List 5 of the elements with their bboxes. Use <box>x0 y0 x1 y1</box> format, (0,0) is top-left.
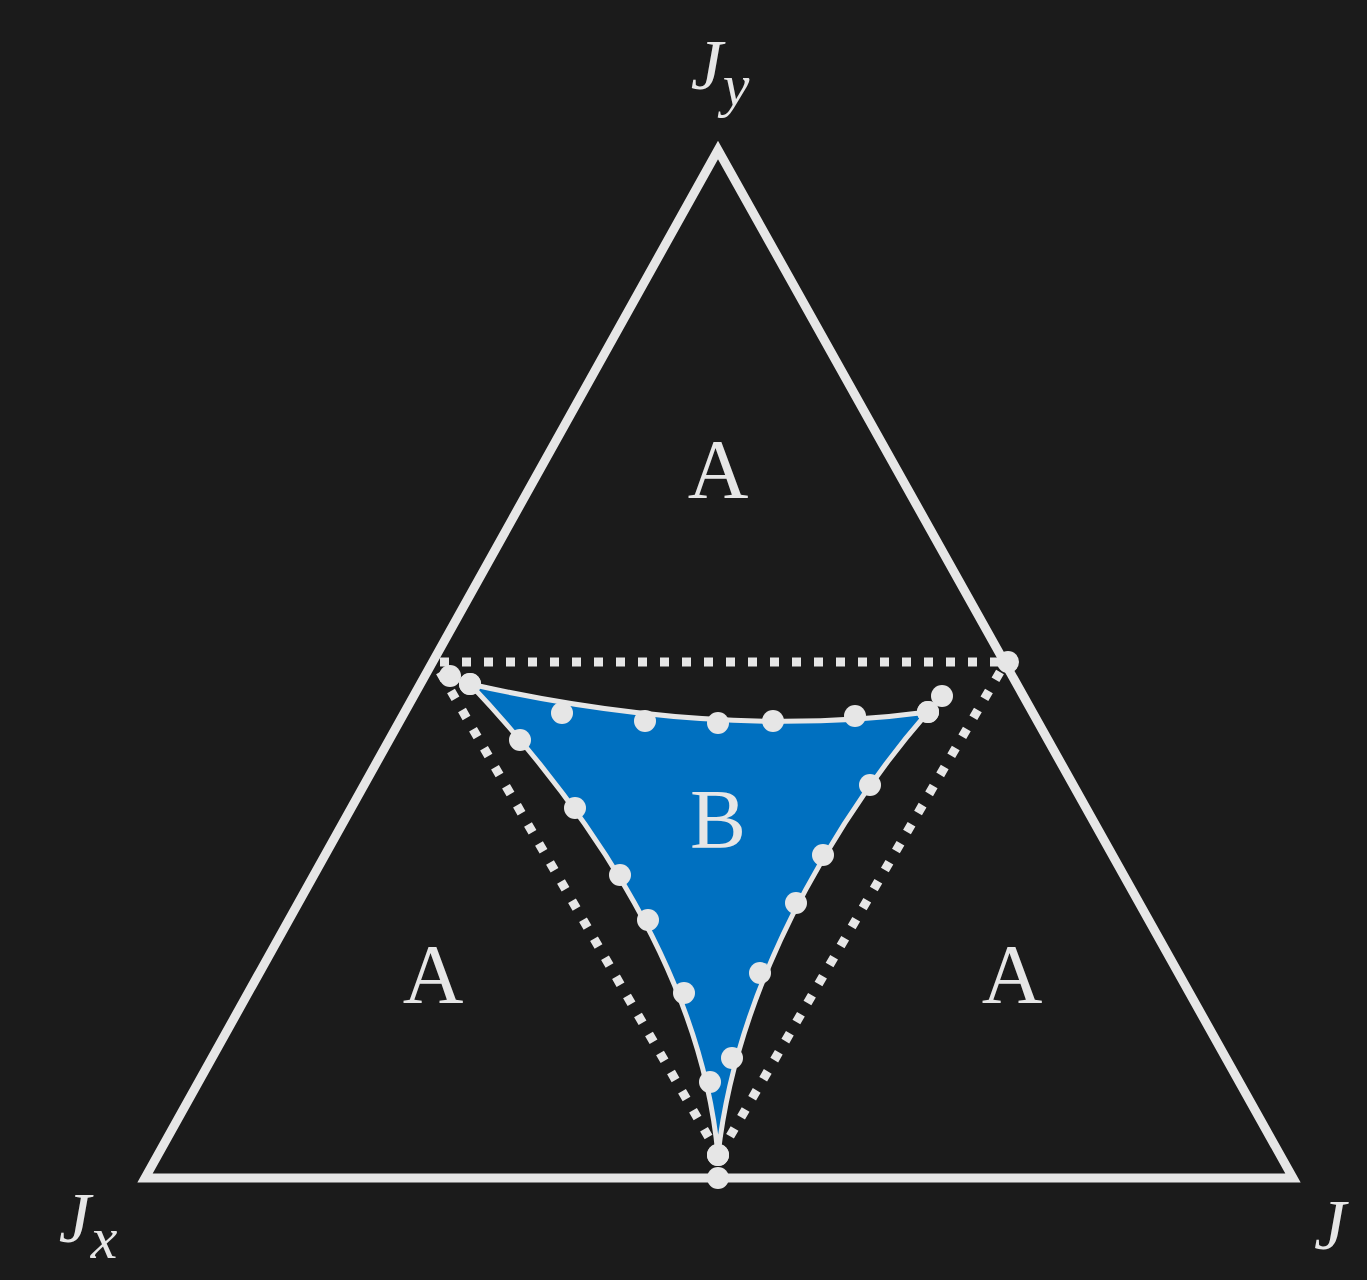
region-label: B <box>690 778 746 862</box>
axis-label: J$_{x}$ <box>58 1182 118 1268</box>
region-label: A <box>687 428 749 512</box>
region-label: A <box>981 933 1043 1017</box>
region-label: A <box>402 933 464 1017</box>
